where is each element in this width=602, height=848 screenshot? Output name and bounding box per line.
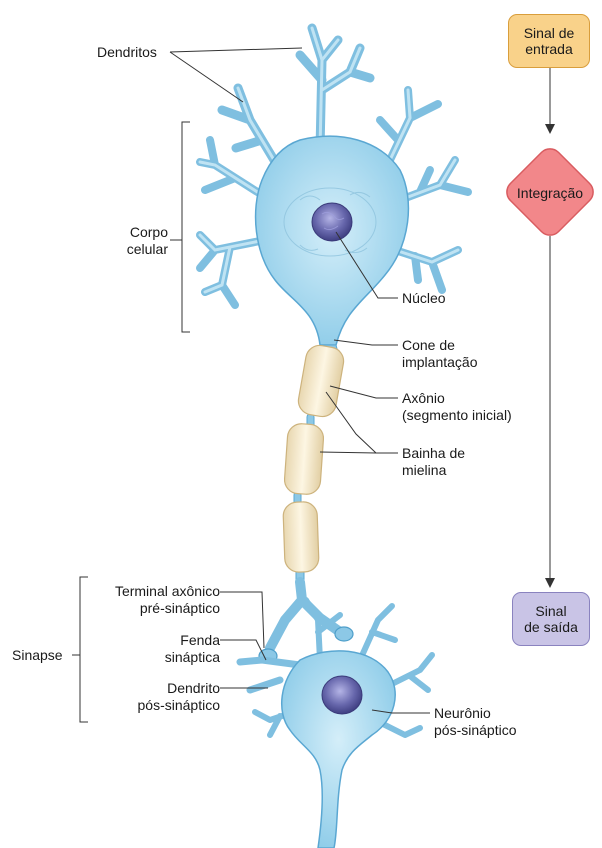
input-signal-label: Sinal de entrada: [524, 25, 575, 57]
output-signal-label: Sinal de saída: [524, 603, 578, 635]
label-axonio: Axônio (segmento inicial): [402, 390, 512, 424]
nucleus: [312, 203, 352, 241]
label-terminal-axonico: Terminal axônico pré-sináptico: [80, 583, 220, 617]
label-nucleo: Núcleo: [402, 290, 446, 307]
label-dendritos: Dendritos: [97, 44, 157, 61]
label-neuronio-pos: Neurônio pós-sináptico: [434, 705, 517, 739]
myelin-sheath: [283, 343, 346, 572]
label-sinapse: Sinapse: [12, 647, 63, 664]
label-bainha-mielina: Bainha de mielina: [402, 445, 465, 479]
label-fenda-sinaptica: Fenda sináptica: [110, 632, 220, 666]
label-corpo-celular: Corpo celular: [94, 224, 168, 258]
label-dendrito-pos: Dendrito pós-sináptico: [100, 680, 220, 714]
label-cone-implantacao: Cone de implantação: [402, 337, 478, 371]
postsynaptic-nucleus: [322, 676, 362, 714]
input-signal-box: Sinal de entrada: [508, 14, 590, 68]
integration-label: Integração: [517, 185, 583, 201]
integration-box: Integração: [500, 150, 600, 236]
output-signal-box: Sinal de saída: [512, 592, 590, 646]
axon-terminal: [270, 582, 340, 648]
